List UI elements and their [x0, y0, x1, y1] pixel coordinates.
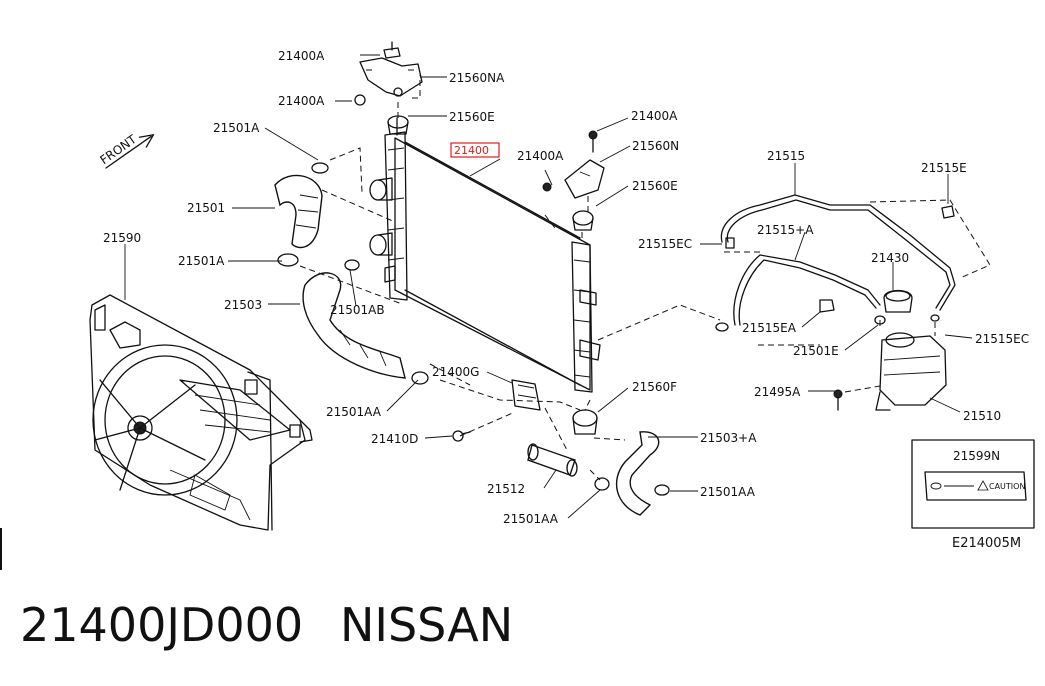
label-21501AB[interactable]: 21501AB: [330, 303, 385, 317]
caution-symbol-icon: [930, 482, 942, 490]
fan-shroud-assembly: [89, 294, 313, 531]
label-21503[interactable]: 21503: [224, 298, 262, 312]
label-21515EC-right[interactable]: 21515EC: [975, 332, 1029, 346]
label-21515E[interactable]: 21515E: [921, 161, 967, 175]
label-21400A-top[interactable]: 21400A: [278, 49, 325, 63]
label-21501[interactable]: 21501: [187, 201, 225, 215]
label-21515pA[interactable]: 21515+A: [757, 223, 814, 237]
label-21501E[interactable]: 21501E: [793, 344, 839, 358]
label-21515EC-left[interactable]: 21515EC: [638, 237, 692, 251]
label-21430[interactable]: 21430: [871, 251, 909, 265]
label-21501AA-bottom[interactable]: 21501AA: [503, 512, 559, 526]
label-21560NA[interactable]: 21560NA: [449, 71, 505, 85]
label-21503pA[interactable]: 21503+A: [700, 431, 757, 445]
label-21410D[interactable]: 21410D: [371, 432, 418, 446]
part-labels: 21400A 21560NA 21400A 21560E 21501A 2140…: [103, 49, 1029, 551]
part-number-caption: 21400JD000: [20, 598, 304, 652]
label-21560N[interactable]: 21560N: [632, 139, 679, 153]
label-21515[interactable]: 21515: [767, 149, 805, 163]
label-21400-highlighted[interactable]: 21400: [454, 144, 489, 157]
front-arrow: FRONT: [97, 132, 155, 169]
highlight-box: [450, 142, 500, 158]
leader-lines: [124, 54, 973, 519]
reservoir-tank: [833, 289, 947, 411]
diagram-code: E214005M: [952, 536, 1021, 551]
label-21512[interactable]: 21512: [487, 482, 525, 496]
label-21560E-top[interactable]: 21560E: [449, 110, 495, 124]
label-21501AA-right[interactable]: 21501AA: [700, 485, 756, 499]
label-21560E-r[interactable]: 21560E: [632, 179, 678, 193]
label-21515EA[interactable]: 21515EA: [742, 321, 797, 335]
upper-brackets: [354, 41, 605, 199]
assembly-dashed-lines: [299, 75, 991, 481]
label-21400A-r1[interactable]: 21400A: [631, 109, 678, 123]
radiator-core: [369, 117, 601, 393]
label-21560F[interactable]: 21560F: [632, 380, 677, 394]
label-21501AA-left[interactable]: 21501AA: [326, 405, 382, 419]
label-21400A-2[interactable]: 21400A: [278, 94, 325, 108]
label-21400G[interactable]: 21400G: [432, 365, 479, 379]
label-21400A-r2[interactable]: 21400A: [517, 149, 564, 163]
label-21501A-low[interactable]: 21501A: [178, 254, 225, 268]
caution-text: CAUTION: [989, 482, 1025, 491]
overflow-hoses: [715, 194, 956, 332]
label-21599N[interactable]: 21599N: [953, 449, 1000, 463]
label-21510[interactable]: 21510: [963, 409, 1001, 423]
caution-label-box: [911, 439, 1035, 529]
drain-bracket-21400G: [452, 379, 541, 442]
hose-21503A: [594, 431, 670, 516]
label-21590[interactable]: 21590: [103, 231, 141, 245]
label-21501A-top[interactable]: 21501A: [213, 121, 260, 135]
lower-hose-21503: [302, 259, 429, 385]
label-21495A[interactable]: 21495A: [754, 385, 801, 399]
upper-hose-21501: [274, 162, 329, 267]
caution-warning-icon: [977, 480, 989, 491]
lower-pipe-21512: [527, 443, 578, 477]
left-edge-bar: [0, 528, 2, 570]
brand-caption: NISSAN: [340, 598, 514, 652]
